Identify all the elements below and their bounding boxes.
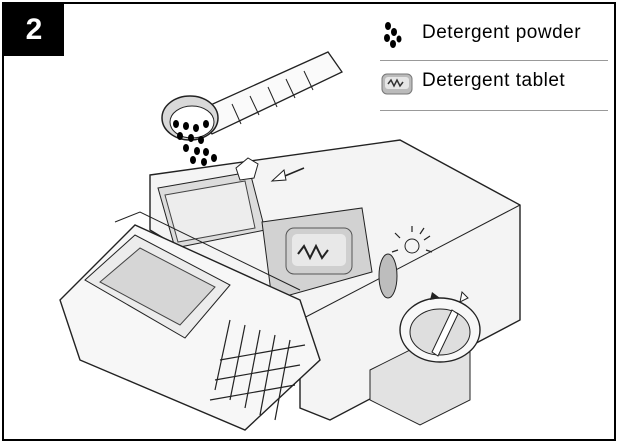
legend-item-tablet: Detergent tablet: [370, 62, 610, 104]
legend: Detergent powder Detergent tablet: [370, 14, 610, 111]
legend-divider: [380, 110, 608, 111]
step-number: 2: [25, 13, 43, 46]
legend-label-powder: Detergent powder: [422, 22, 582, 43]
powder-granules: [173, 120, 217, 166]
detergent-powder-icon: [384, 22, 402, 48]
legend-item-powder: Detergent powder: [370, 14, 610, 56]
detergent-tablet-icon: [381, 73, 413, 95]
dispenser-body: [149, 139, 521, 426]
legend-label-tablet: Detergent tablet: [422, 70, 566, 91]
powder-scoop: [161, 51, 343, 141]
legend-divider: [380, 60, 608, 61]
step-number-badge: 2: [4, 4, 64, 56]
dispenser-lid: [59, 211, 321, 431]
